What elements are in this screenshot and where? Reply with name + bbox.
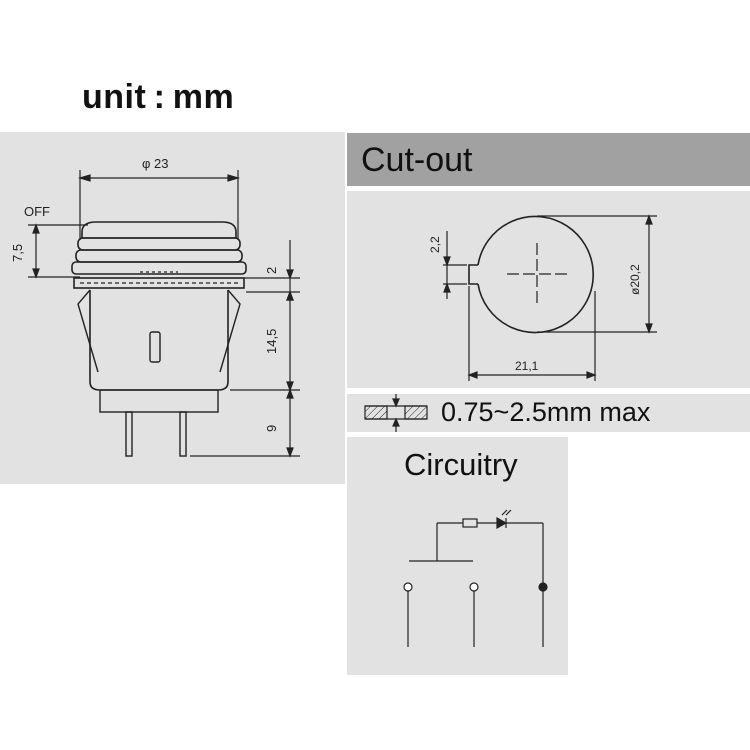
circuitry-panel: Circuitry: [347, 437, 568, 675]
circuitry-title: Circuitry: [404, 447, 518, 482]
circuit-diagram: [403, 509, 548, 647]
switch-body: [89, 290, 229, 391]
cutout-circle: [477, 215, 594, 334]
panel-section-left: [364, 405, 388, 420]
width-arrow-left: [467, 371, 478, 379]
pin-length-label: 9: [264, 425, 279, 432]
key-arrow-bottom: [443, 282, 451, 293]
pin-right: [179, 411, 187, 457]
body-arrow-bottom: [286, 381, 294, 392]
body-height-label: 14,5: [264, 329, 279, 354]
off-travel-label: 7,5: [10, 244, 25, 262]
key-arrow-top: [443, 256, 451, 267]
dia-arrow-top: [645, 214, 653, 225]
thickness-arrow-top: [392, 398, 400, 408]
cutout-header: Cut-out: [347, 133, 750, 186]
resistor-symbol: [462, 518, 478, 528]
panel-section-right: [404, 405, 428, 420]
terminal-2: [469, 582, 479, 592]
thickness-arrow-bottom: [392, 417, 400, 427]
actuator-window: [149, 331, 161, 363]
terminal-1: [403, 582, 413, 592]
cutout-diameter-label: ø20,2: [628, 264, 642, 295]
led-ray-2: [505, 509, 512, 516]
pin-left: [125, 411, 133, 457]
panel-thickness-text: 0.75~2.5mm max: [441, 397, 651, 427]
bezel-arrow-top: [286, 269, 294, 280]
cap-ring-1: [77, 237, 241, 251]
cutout-title: Cut-out: [361, 141, 473, 179]
cap-ring-3: [71, 261, 247, 275]
key-offset-label: 2,2: [428, 236, 442, 253]
snap-clips: [77, 289, 241, 373]
cutout-key: [468, 264, 478, 285]
bezel: [73, 277, 245, 289]
off-arrow-top: [32, 223, 40, 234]
dia-arrow-bottom: [645, 323, 653, 334]
body-arrow-top: [286, 290, 294, 301]
led-symbol: [496, 516, 508, 530]
width-arrow-right: [586, 371, 597, 379]
off-label: OFF: [24, 204, 50, 219]
side-view-panel: φ 23 OFF 7,5: [0, 132, 345, 484]
cap-top: [81, 221, 237, 239]
arrow-left: [77, 174, 91, 182]
led-ray-1: [501, 509, 508, 516]
pin-arrow-bottom: [286, 447, 294, 458]
thickness-symbol: [364, 394, 428, 432]
pin-arrow-top: [286, 388, 294, 399]
off-arrow-bottom: [32, 268, 40, 279]
cap-ring-2: [75, 249, 243, 263]
bezel-height-label: 2: [264, 267, 279, 274]
arrow-right: [227, 174, 241, 182]
diameter-label: φ 23: [142, 156, 169, 171]
cutout-panel: 2,2 ø20,2 21,1: [347, 191, 750, 388]
side-view-drawing: φ 23 OFF 7,5: [10, 156, 300, 458]
body-base: [99, 389, 219, 413]
thickness-panel: 0.75~2.5mm max: [347, 394, 750, 432]
cutout-drawing: 2,2 ø20,2 21,1: [428, 214, 657, 381]
cutout-width-label: 21,1: [515, 359, 539, 373]
terminal-3: [538, 582, 548, 592]
unit-title: unit : mm: [82, 78, 235, 116]
